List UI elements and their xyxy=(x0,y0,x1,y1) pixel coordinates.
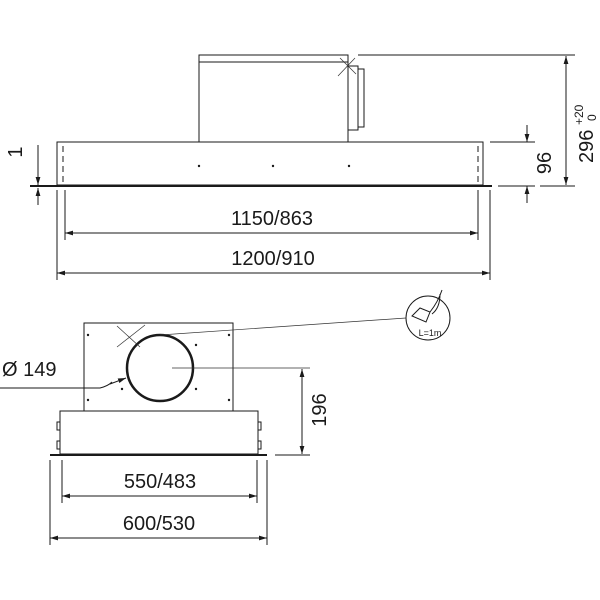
dim-duct-height-label: 196 xyxy=(309,393,331,426)
dim-outer-width-label: 1200/910 xyxy=(231,248,314,270)
dim-inner-width-label: 1150/863 xyxy=(231,208,313,230)
side-view: L=1m Ø 149 196 550/483 600/530 xyxy=(0,289,451,545)
tolerance-lower: 0 xyxy=(585,114,599,121)
duct-flange xyxy=(347,65,359,131)
cable-length-label: L=1m xyxy=(419,328,442,338)
tolerance-upper: +20 xyxy=(572,104,586,125)
hood-body xyxy=(56,141,484,186)
dim-duct-diameter-label: Ø 149 xyxy=(2,359,56,381)
dim-outer-depth-label: 600/530 xyxy=(123,513,195,535)
dim-flange-label: 1 xyxy=(5,146,27,157)
dim-total-height-label: 296 xyxy=(576,130,598,163)
dim-body-height-label: 96 xyxy=(534,152,556,174)
power-plug-icon xyxy=(405,295,451,341)
dim-inner-depth-label: 550/483 xyxy=(124,471,196,493)
hood-body-side xyxy=(59,410,259,455)
top-view: 1 96 296 +20 0 1150/863 1200/910 xyxy=(5,54,599,280)
motor-box xyxy=(198,54,349,143)
